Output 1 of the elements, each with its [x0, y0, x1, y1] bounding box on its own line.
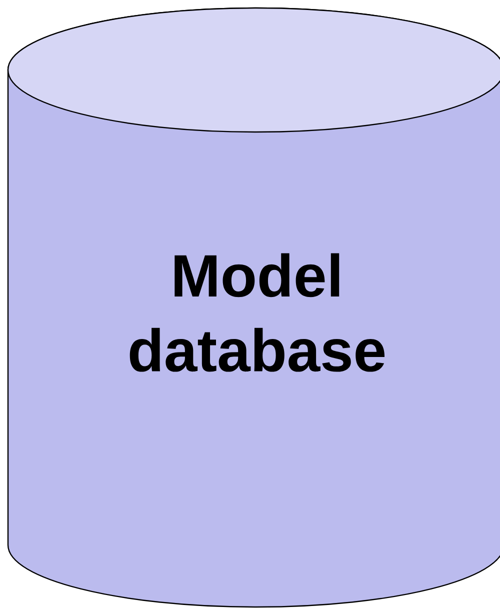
database-cylinder: Model database — [7, 7, 500, 608]
